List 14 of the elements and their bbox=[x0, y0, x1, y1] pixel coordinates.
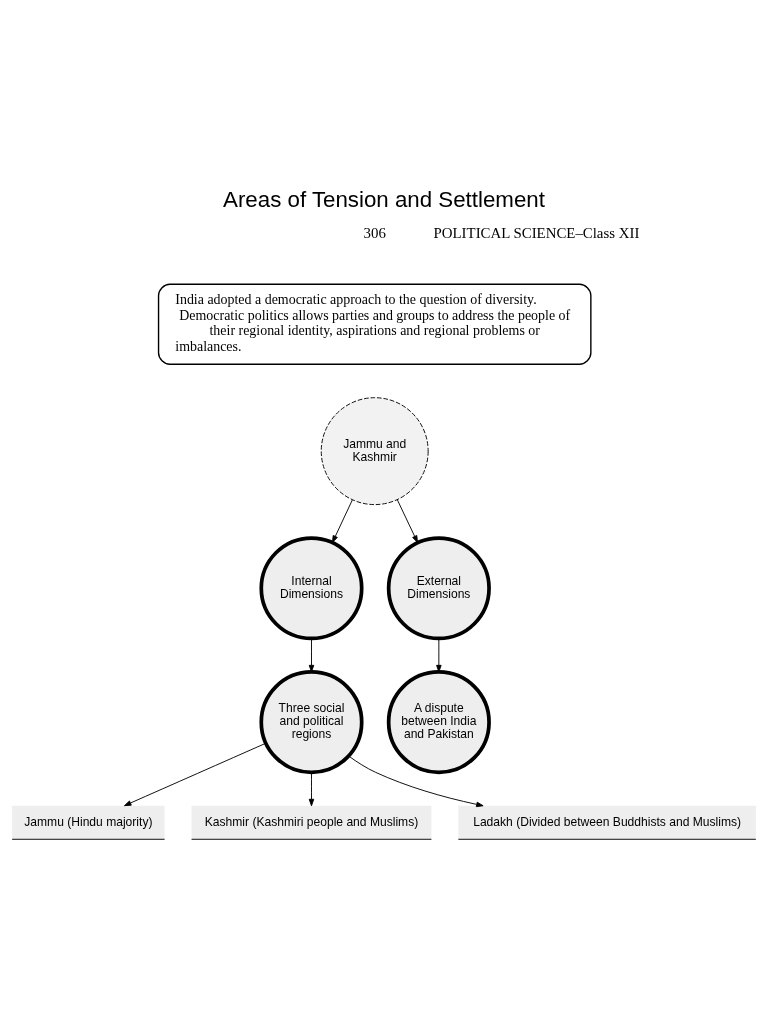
node-box: India adopted a democratic approach to the question of diversity. Democratic politics allows parties and groups to address the people of their regional identity, aspirations and regional problems or imbalances. bbox=[157, 283, 592, 365]
arrow bbox=[123, 742, 267, 806]
arrow bbox=[436, 637, 442, 672]
node-circle: Jammu and Kashmir bbox=[320, 396, 429, 505]
node-circle: Three social and political regions bbox=[259, 669, 364, 774]
arrow bbox=[332, 498, 353, 543]
arrow bbox=[396, 498, 418, 543]
label: POLITICAL SCIENCE–Class XII bbox=[433, 224, 640, 241]
arrow bbox=[308, 771, 315, 806]
arrow bbox=[308, 637, 315, 672]
label: 306 bbox=[363, 224, 386, 241]
node-circle: A dispute between India and Pakistan bbox=[386, 669, 491, 774]
diagram-title: Areas of Tension and Settlement bbox=[223, 186, 545, 212]
arrow bbox=[348, 755, 484, 807]
